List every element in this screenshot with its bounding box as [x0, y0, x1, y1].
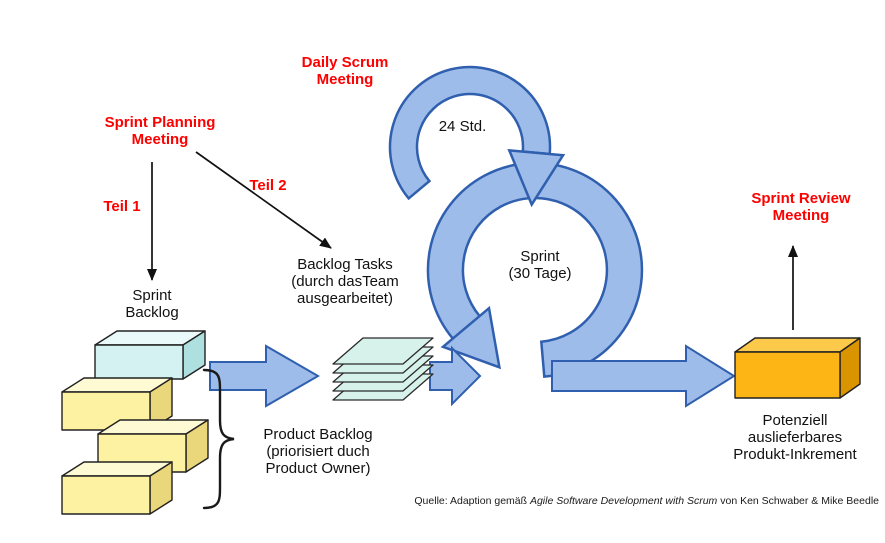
task-sheets-stack	[332, 337, 434, 401]
sprint-backlog-cyan-box	[94, 330, 206, 380]
sprint-review-meeting-label: Sprint Review Meeting	[751, 190, 851, 224]
daily-cycle-label: 24 Std.	[438, 118, 487, 135]
product-increment-box	[734, 337, 861, 399]
daily-scrum-meeting-label: Daily Scrum Meeting	[301, 54, 389, 88]
brick-3-front	[61, 475, 151, 515]
sprint-backlog-label: Sprint Backlog	[125, 287, 179, 321]
product-increment-label: Potenziell auslieferbares Produkt-Inkrem…	[733, 412, 857, 463]
teil-2-label: Teil 2	[249, 177, 287, 194]
increment-box-top	[734, 337, 861, 353]
increment-box-front	[734, 351, 841, 399]
backlog-tasks-label: Backlog Tasks (durch dasTeam ausgearbeit…	[291, 256, 399, 307]
task-sheet-5	[332, 337, 434, 365]
caption-book-title: Agile Software Development with Scrum	[529, 495, 718, 507]
teil-1-label: Teil 1	[103, 198, 141, 215]
sprint-cycle-label: Sprint (30 Tage)	[508, 248, 572, 282]
caption-prefix: Quelle: Adaption gemäß	[414, 495, 530, 507]
daily-loop-arrowhead	[507, 148, 566, 208]
sprint-loop-arrowhead	[440, 305, 502, 370]
product-backlog-brace	[202, 368, 235, 510]
arrow-backlog-to-tasks	[209, 344, 321, 408]
product-backlog-label: Product Backlog (priorisiert duch Produc…	[263, 426, 373, 477]
product-backlog-brick-1	[61, 377, 173, 431]
teil2-arrow	[195, 151, 332, 249]
sprint-loop-arrow	[426, 161, 644, 378]
daily-loop-arrow	[388, 65, 552, 201]
sprint-planning-meeting-label: Sprint Planning Meeting	[104, 114, 216, 148]
arrow-tasks-to-sprint	[429, 345, 482, 407]
cyan-box-front	[94, 344, 184, 380]
product-backlog-brick-3	[61, 461, 173, 515]
caption-suffix: von Ken Schwaber & Mike Beedle	[717, 495, 879, 507]
arrow-sprint-to-increment	[551, 344, 736, 408]
source-caption: Quelle: Adaption gemäß Agile Software De…	[359, 495, 879, 507]
